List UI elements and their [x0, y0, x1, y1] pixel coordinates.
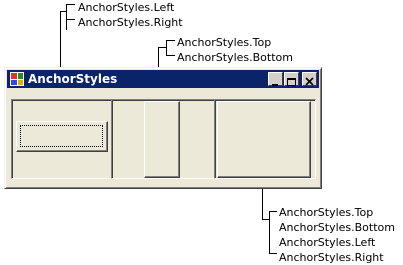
callout-left-right-leader [66, 4, 67, 30]
app-icon[interactable] [10, 72, 24, 86]
minimize-button[interactable] [268, 72, 283, 86]
callout-top-bottom-line1: AnchorStyles.Top [177, 36, 272, 49]
button-anchor-top-bottom[interactable] [144, 101, 180, 178]
focus-rectangle [20, 125, 103, 147]
callout-all-line3: AnchorStyles.Left [279, 236, 376, 249]
button-anchor-left-right[interactable] [16, 121, 108, 152]
callout-all-tick-top [269, 211, 277, 212]
callout-top-bottom-tick-bottom [166, 55, 175, 56]
callout-all-line2: AnchorStyles.Bottom [279, 221, 395, 234]
callout-top-bottom: AnchorStyles.Top AnchorStyles.Bottom [177, 35, 293, 65]
callout-all-join [262, 219, 270, 220]
close-button[interactable] [302, 72, 317, 86]
panel-left-right [11, 99, 112, 179]
callout-top-bottom-join [158, 47, 167, 48]
maximize-icon [287, 78, 296, 86]
callout-left-right-line1: AnchorStyles.Left [78, 1, 175, 14]
callout-left-right-tick-top [66, 4, 75, 5]
callout-left-right: AnchorStyles.Left AnchorStyles.Right [78, 0, 183, 30]
maximize-button[interactable] [284, 72, 299, 86]
callout-top-bottom-tick-top [166, 40, 175, 41]
callout-all-line1: AnchorStyles.Top [279, 206, 374, 219]
button-anchor-all[interactable] [217, 101, 311, 178]
callout-all-pointer [262, 168, 263, 220]
window-title: AnchorStyles [28, 72, 118, 86]
client-area [7, 90, 319, 186]
callout-left-right-line2: AnchorStyles.Right [78, 16, 183, 29]
close-icon [305, 77, 314, 86]
title-bar[interactable]: AnchorStyles [7, 70, 319, 88]
callout-top-bottom-line2: AnchorStyles.Bottom [177, 51, 293, 64]
anchorstyles-window: AnchorStyles [4, 67, 322, 189]
callout-all-tick-bottom [269, 253, 277, 254]
callout-all-leader [269, 211, 270, 254]
panel-top-bottom [111, 99, 215, 179]
callout-all-line4: AnchorStyles.Right [279, 251, 384, 264]
callout-top-bottom-leader [166, 40, 167, 56]
callout-left-right-join [60, 11, 67, 12]
callout-all: AnchorStyles.Top AnchorStyles.Bottom Anc… [279, 205, 395, 265]
callout-left-right-tick-bottom [66, 19, 75, 20]
panel-all [214, 99, 316, 179]
minimize-icon [272, 84, 278, 86]
